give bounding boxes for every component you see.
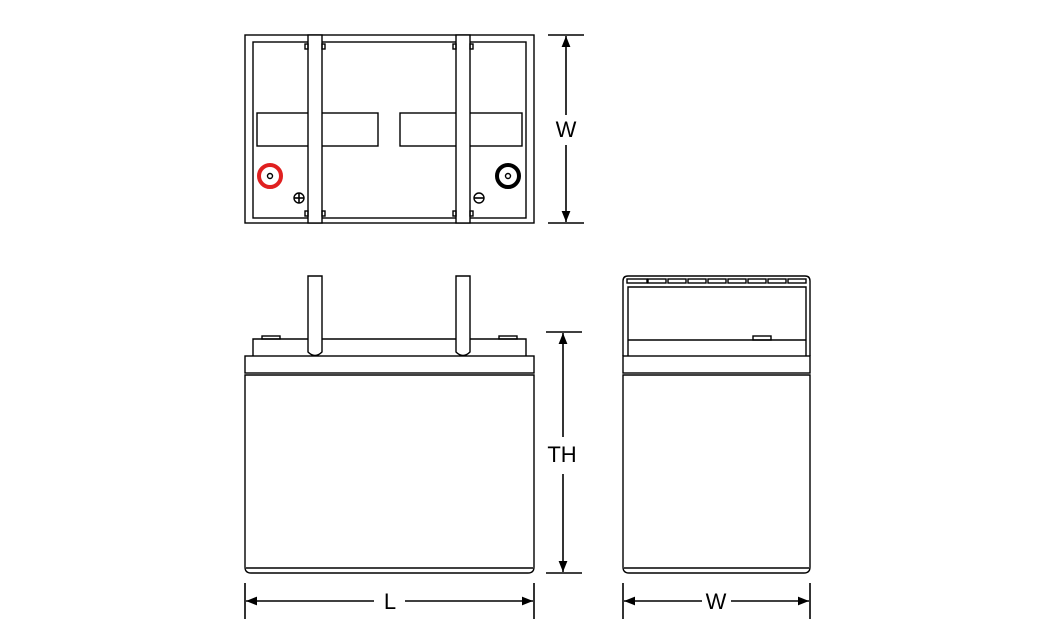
front-tab-right [498,335,518,340]
front-lid [244,355,535,374]
side-view: W [622,275,811,619]
top-outer-outline [244,34,535,224]
plus-icon [293,192,305,204]
handle-post-right [455,275,471,357]
handle-strap-right [455,34,471,224]
height-label: TH [547,442,576,467]
height-dimension: TH [546,331,582,574]
top-inner-outline [252,41,527,219]
negative-terminal-icon [495,163,521,189]
top-view: W [244,34,584,224]
top-width-dimension: W [548,34,584,224]
front-lid-top [252,338,527,356]
side-top-outline [622,275,811,356]
strap-clips [304,43,474,217]
handle-post-left [307,275,323,357]
side-lid [622,355,811,374]
side-top-inner [627,286,807,356]
side-width-dimension: W [622,583,811,619]
front-view: TH L [244,275,582,619]
minus-icon [473,192,485,204]
side-body [622,374,811,574]
vent-slots [626,278,807,284]
length-label: L [384,589,396,614]
front-body [244,374,535,574]
front-tab-left [261,335,281,340]
length-dimension: L [244,583,535,619]
positive-terminal-icon [257,163,283,189]
side-width-label: W [706,589,727,614]
handle-strap-left [307,34,323,224]
top-width-label: W [556,117,577,142]
side-tab [752,335,772,341]
